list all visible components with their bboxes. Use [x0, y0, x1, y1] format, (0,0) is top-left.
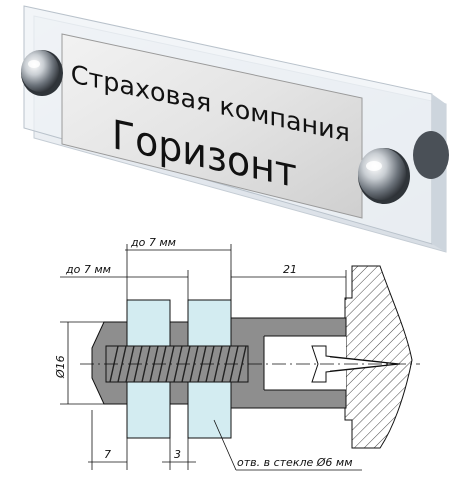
dim-bottom-left: 7	[104, 448, 111, 461]
dim-length: 21	[283, 263, 297, 276]
note-hole: отв. в стекле Ø6 мм	[237, 456, 353, 469]
dim-bottom-gap: 3	[174, 448, 181, 461]
name-plate	[61, 33, 363, 219]
dimension-lines	[60, 244, 362, 471]
standoff-right	[358, 131, 449, 204]
dim-diameter: Ø16	[54, 355, 67, 379]
standoff-left	[21, 50, 63, 96]
dim-top-outer: до 7 мм	[130, 236, 176, 249]
sign-assembly: Страховая компания Горизонт	[21, 5, 449, 253]
wall-section	[344, 265, 413, 449]
dim-top-inner: до 7 мм	[65, 263, 111, 276]
technical-drawing: до 7 мм до 7 мм 21 Ø16 7 3 отв. в стекле…	[54, 236, 420, 471]
